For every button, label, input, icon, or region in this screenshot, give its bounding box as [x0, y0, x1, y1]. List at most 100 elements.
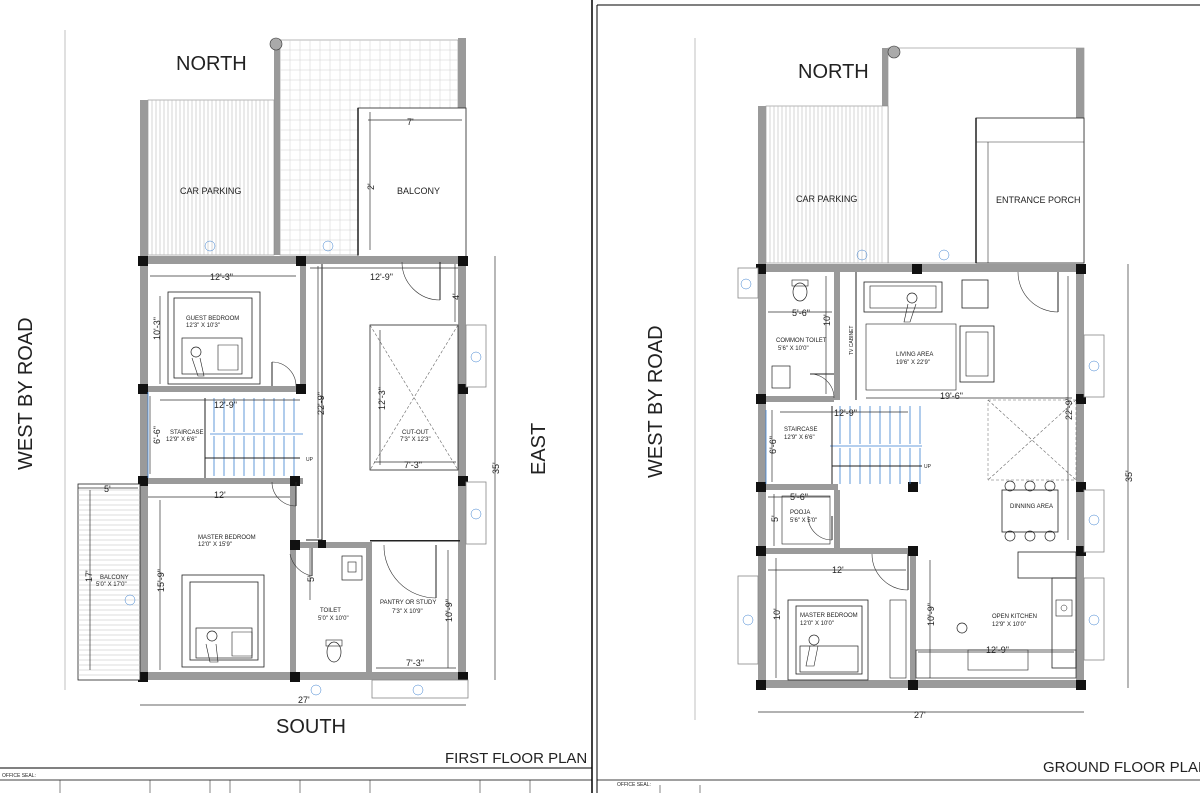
gf-windows: [737, 267, 1105, 665]
gf-office-seal: OFFICE SEAL:: [617, 782, 651, 788]
gf-staircase-size: 12'9" X 6'6": [784, 435, 815, 441]
gf-kitchen-counter: [915, 551, 1077, 679]
ff-cutout-label: CUT-OUT: [402, 430, 429, 436]
gf-living-area-label: LIVING AREA: [896, 352, 933, 358]
ff-balcony-label: BALCONY: [397, 186, 440, 196]
gf-porch-roof: [882, 45, 1085, 264]
gf-toilet-fixtures: [771, 279, 809, 389]
gf-tv-cabinet-label: TV CABINET: [849, 326, 855, 355]
ff-up-label: UP: [306, 457, 314, 463]
ff-pantry-size: 7'3" X 10'9": [392, 609, 423, 615]
ff-master-bedroom-size: 12'0" X 15'9": [198, 542, 232, 548]
gf-dim-10: 10': [822, 314, 832, 326]
gf-pooja-size: 5'6" X 5'0": [790, 518, 817, 524]
ff-dim-12-9: 12'-9": [370, 272, 393, 282]
gf-dim-35: 35': [1124, 470, 1134, 482]
gf-dim-10-9: 10'-9": [926, 603, 936, 626]
ff-balcony-top: [357, 107, 467, 259]
ff-dim-7: 7': [407, 117, 414, 127]
gf-entrance-porch-label: ENTRANCE PORCH: [996, 195, 1081, 205]
ff-dim-7-3b: 7'-3": [406, 658, 424, 668]
ff-dim-5: 5': [104, 484, 111, 494]
ff-staircase-size: 12'9" X 6'6": [166, 437, 197, 443]
ff-plan-title: FIRST FLOOR PLAN: [445, 750, 587, 767]
ff-car-parking-label: CAR PARKING: [180, 186, 241, 196]
ff-dim-27: 27': [298, 695, 310, 705]
ff-dim-5b: 5': [306, 575, 316, 582]
gf-living-area-size: 19'6" X 22'9": [896, 360, 930, 366]
ff-dim-10-3: 10'-3": [152, 317, 162, 340]
gf-pooja: [781, 495, 831, 545]
gf-common-toilet-size: 5'6" X 10'0": [778, 346, 809, 352]
ff-guest-bedroom-size: 12'3" X 10'3": [186, 323, 220, 329]
gf-master-bedroom-label: MASTER BEDROOM: [800, 613, 858, 619]
ff-dim-12-3b: 12'-3": [377, 387, 387, 410]
gf-dinning-area-label: DINNING AREA: [1010, 504, 1053, 510]
gf-dim-27: 27': [914, 710, 926, 720]
ff-west-label: WEST BY ROAD: [15, 317, 37, 470]
ground-floor-plan: NORTH WEST BY ROAD GROUND FLOOR PLAN OFF…: [617, 45, 1200, 788]
ff-side-balcony-label: BALCONY: [100, 575, 129, 581]
ff-guest-bedroom-label: GUEST BEDROOM: [186, 316, 239, 322]
gf-common-toilet-label: COMMON TOILET: [776, 338, 827, 344]
ff-office-seal: OFFICE SEAL:: [2, 773, 36, 779]
gf-dim-5-6b: 5'-6": [790, 492, 808, 502]
gf-dim-12-9b: 12'-9": [986, 645, 1009, 655]
ff-dim-12-9b: 12'-9": [214, 400, 237, 410]
ff-dim-12: 12': [214, 490, 226, 500]
ff-staircase-label: STAIRCASE: [170, 430, 204, 436]
gf-cutout: [987, 276, 1077, 540]
ff-dim-6-6: 6'-6": [152, 426, 162, 444]
gf-pooja-label: POOJA: [790, 510, 810, 516]
ff-doors: [271, 261, 441, 599]
ff-master-bed: [181, 574, 265, 668]
ff-toilet-label: TOILET: [320, 608, 341, 614]
ff-dim-22-9: 22'-9": [316, 392, 326, 415]
gf-open-kitchen-size: 12'9" X 10'0": [992, 622, 1026, 628]
ff-dim-4: 4': [451, 293, 461, 300]
ff-side-balcony-size: 5'0" X 17'0": [96, 582, 127, 588]
gf-up-label: UP: [924, 464, 932, 470]
gf-north-label: NORTH: [798, 61, 869, 83]
gf-window-tags: [740, 249, 1100, 626]
gf-dim-6-6: 6'-6": [768, 436, 778, 454]
ff-side-balcony: [77, 483, 141, 681]
gf-doors: [807, 271, 1059, 591]
ff-dim-17: 17': [84, 570, 94, 582]
gf-master-bedroom-size: 12'0" X 10'0": [800, 621, 834, 627]
ff-pantry-label: PANTRY OR STUDY: [380, 600, 436, 606]
ff-cutout-size: 7'3" X 12'3": [400, 437, 431, 443]
ff-dim-35: 35': [491, 462, 501, 474]
gf-car-parking-label: CAR PARKING: [796, 194, 857, 204]
ff-master-bedroom-label: MASTER BEDROOM: [198, 535, 256, 541]
ff-dim-10-9: 10'-9": [444, 599, 454, 622]
ff-dim-15-9: 15'-9": [156, 569, 166, 592]
ff-south-label: SOUTH: [276, 716, 346, 738]
gf-plan-title: GROUND FLOOR PLAN: [1043, 759, 1200, 776]
gf-dim-5-6: 5'-6": [792, 308, 810, 318]
gf-dim-10b: 10': [772, 608, 782, 620]
ff-dimension-lines: [78, 256, 496, 706]
gf-west-label: WEST BY ROAD: [645, 325, 667, 478]
gf-columns: [756, 264, 1086, 690]
gf-dim-12-9: 12'-9": [834, 408, 857, 418]
ff-cutout: [369, 324, 459, 471]
ff-toilet-fixtures: [325, 555, 363, 663]
ff-car-parking: [140, 99, 275, 260]
ff-staircase: [147, 392, 303, 478]
ff-dim-7-3: 7'-3": [404, 460, 422, 470]
gf-dining-table: [1001, 480, 1059, 542]
gf-dimension-lines: [758, 264, 1129, 713]
ff-toilet-size: 5'0" X 10'0": [318, 616, 349, 622]
ff-dim-2: 2': [366, 183, 376, 190]
ff-east-label: EAST: [528, 423, 550, 475]
first-floor-plan: NORTH SOUTH EAST WEST BY ROAD FIRST FLOO…: [2, 37, 587, 779]
gf-master-bed: [787, 599, 907, 681]
gf-dim-5: 5': [770, 515, 780, 522]
ff-guest-bed: [167, 291, 261, 385]
ff-north-label: NORTH: [176, 53, 247, 75]
gf-dim-19-6: 19'-6": [940, 391, 963, 401]
gf-car-parking: [758, 105, 889, 266]
